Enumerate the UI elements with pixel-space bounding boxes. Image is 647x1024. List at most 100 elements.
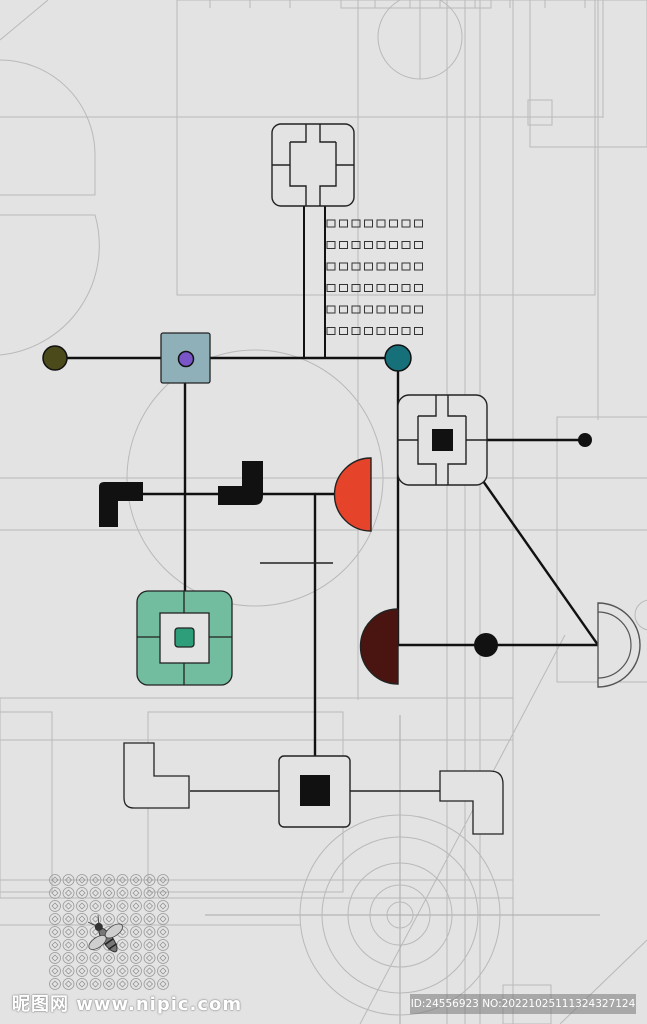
lace-ring <box>130 913 142 925</box>
lace-diamond <box>132 941 140 949</box>
lace-diamond <box>65 980 72 988</box>
lace-ring <box>157 926 169 938</box>
lace-diamond <box>119 967 126 975</box>
lace-ring <box>62 952 75 964</box>
lace-ring <box>76 913 88 925</box>
bee-icon <box>88 915 123 953</box>
dark-brown-half-disc <box>359 608 399 685</box>
lace-ring <box>76 874 88 886</box>
lace-diamond <box>119 941 126 949</box>
lace-diamond <box>92 954 99 962</box>
lace-diamond <box>51 915 59 923</box>
grid-cell <box>339 262 348 271</box>
lace-ring <box>62 900 75 912</box>
lace-diamond <box>78 967 86 975</box>
lace-ring <box>76 900 88 912</box>
lace-diamond <box>132 876 140 884</box>
grid-cell <box>401 219 411 228</box>
grid-cell <box>364 284 373 292</box>
lace-diamond <box>159 928 167 936</box>
lace-diamond <box>132 902 140 910</box>
lace-diamond <box>92 902 99 910</box>
lace-ring <box>157 874 169 886</box>
lace-ring <box>130 874 142 886</box>
black-l-piece-left <box>99 482 143 527</box>
lace-ring <box>49 939 61 951</box>
grid-cell <box>326 305 336 314</box>
grid-cell <box>376 327 386 335</box>
lace-diamond <box>92 967 99 975</box>
lace-diamond <box>159 954 167 962</box>
grid-cell <box>351 241 361 249</box>
grid-cell <box>351 284 361 292</box>
lace-diamond <box>51 902 59 910</box>
lace-diamond <box>105 902 113 910</box>
right-frame-square <box>397 394 488 486</box>
grid-cell <box>326 262 336 271</box>
grid-cell <box>389 262 398 271</box>
black-center-square <box>300 775 330 806</box>
grid-cell <box>351 327 361 335</box>
grid-cell <box>401 305 411 314</box>
lace-ring <box>89 952 102 964</box>
lace-ring <box>116 887 129 899</box>
grid-cell <box>326 327 336 335</box>
lace-ring <box>89 874 102 886</box>
grid-cell <box>339 305 348 314</box>
grid-cell <box>401 262 411 271</box>
lace-diamond <box>159 876 167 884</box>
lace-diamond <box>119 876 126 884</box>
grid-cell <box>389 327 398 335</box>
lace-diamond <box>78 902 86 910</box>
grid-cell <box>351 262 361 271</box>
grid-cell <box>326 241 336 249</box>
lace-diamond <box>159 980 167 988</box>
outline-half-disc <box>597 602 641 688</box>
lace-diamond <box>78 954 86 962</box>
lace-ring <box>130 926 142 938</box>
lace-diamond <box>92 915 99 923</box>
grid-cell <box>376 305 386 314</box>
lace-ring <box>130 978 142 990</box>
lace-diamond <box>132 915 140 923</box>
grid-cell <box>414 219 423 228</box>
lace-ring <box>116 913 129 925</box>
lace-ring <box>157 939 169 951</box>
black-dot <box>474 633 498 657</box>
lace-ring <box>130 965 142 977</box>
lace-ring <box>143 874 156 886</box>
lace-diamond <box>146 980 153 988</box>
lace-diamond <box>159 902 167 910</box>
lace-ring <box>116 965 129 977</box>
grid-cell <box>326 219 336 228</box>
bottom-frame-square <box>278 755 351 828</box>
lace-diamond <box>92 980 99 988</box>
lace-ring <box>62 926 75 938</box>
lace-ring <box>103 874 115 886</box>
olive-dot <box>42 345 68 371</box>
black-center-square <box>432 429 453 451</box>
lace-ring <box>103 952 115 964</box>
grid-cell <box>364 241 373 249</box>
grid-cell <box>339 241 348 249</box>
grid-cell <box>389 305 398 314</box>
grid-cell <box>401 327 411 335</box>
lace-diamond <box>65 954 72 962</box>
lace-diamond <box>105 876 113 884</box>
lace-ring <box>116 874 129 886</box>
lace-diamond <box>65 941 72 949</box>
lace-diamond <box>146 902 153 910</box>
lace-ring <box>49 874 61 886</box>
lace-ring <box>116 978 129 990</box>
grid-cell <box>364 327 373 335</box>
grid-cell <box>414 305 423 314</box>
grid-cell <box>364 219 373 228</box>
lace-diamond <box>146 889 153 897</box>
grid-cell <box>414 241 423 249</box>
outline-l-piece-right <box>439 770 504 835</box>
lace-diamond <box>65 915 72 923</box>
lace-diamond <box>132 967 140 975</box>
lace-diamond <box>78 889 86 897</box>
black-l-piece-right <box>218 461 263 505</box>
lace-ring <box>157 978 169 990</box>
